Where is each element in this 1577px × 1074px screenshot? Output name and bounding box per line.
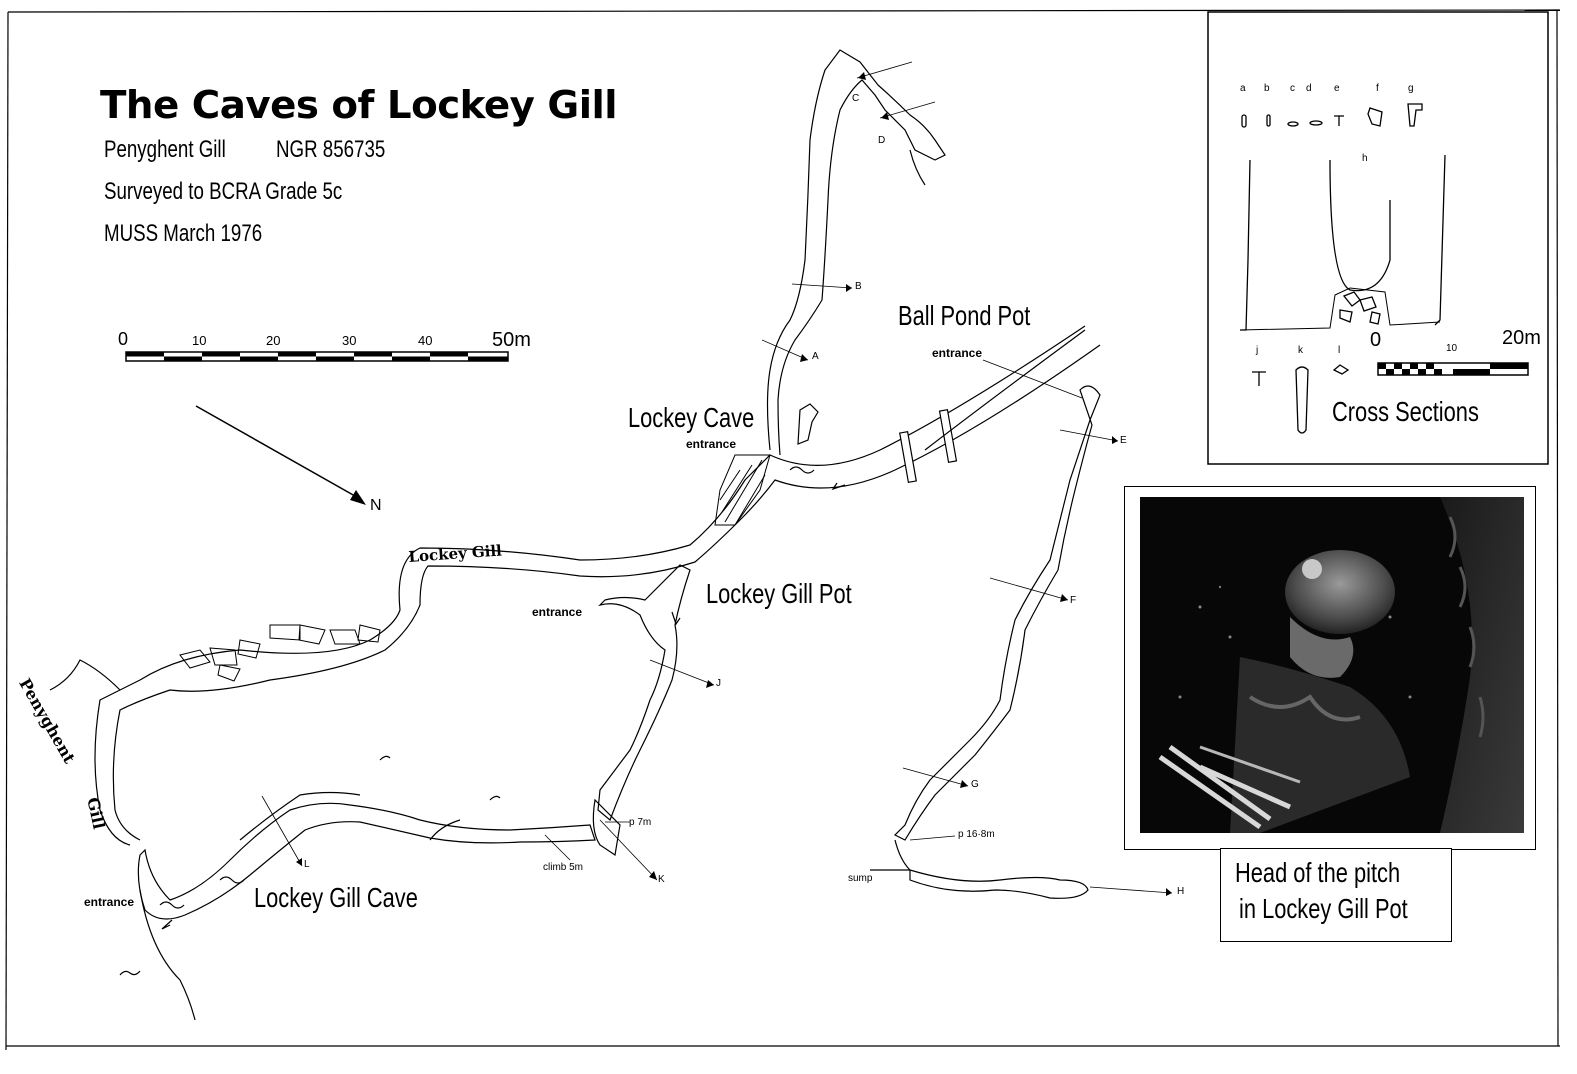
survey-grade-text: Surveyed to BCRA Grade 5c (104, 178, 343, 205)
section-marker-c: C (852, 93, 860, 104)
pitch-7m-label: p 7m (629, 817, 652, 828)
sump-label: sump (848, 873, 873, 884)
section-marker-g: G (971, 779, 979, 790)
photo-caption-box: Head of the pitch in Lockey Gill Pot (1220, 848, 1452, 942)
scale-tick-10: 10 (192, 333, 207, 348)
ball-pond-pot-passage (870, 329, 1101, 899)
north-arrow (195, 405, 366, 505)
scale-tick-20: 20 (266, 333, 281, 348)
lockey-gill-pot-label: Lockey Gill Pot (706, 578, 852, 609)
section-marker-a: A (812, 351, 819, 362)
section-marker-f: F (1070, 595, 1077, 606)
map-frame (5, 9, 1561, 1051)
map-title: The Caves of Lockey Gill (100, 83, 618, 127)
section-marker-l: L (304, 859, 310, 870)
ngr-text: NGR 856735 (276, 136, 386, 163)
lockey-gill-cave-passage (137, 791, 596, 920)
lockey-cave-passage (766, 49, 946, 456)
cross-sections-title: Cross Sections (1332, 396, 1479, 427)
ball-pond-gates (899, 409, 958, 484)
section-lines (261, 61, 1173, 894)
cross-section-letter-l: l (1338, 345, 1341, 356)
section-arrows (296, 72, 1172, 896)
scale-tick-50m: 50m (492, 329, 531, 351)
cross-section-letter-h: h (1362, 153, 1368, 164)
scale-tick-40: 40 (418, 333, 433, 348)
cross-section-letter-a: a (1240, 83, 1246, 94)
cross-section-shapes (1239, 103, 1446, 434)
cross-section-letter-e: e (1334, 83, 1340, 94)
lockey-cave-label: Lockey Cave (628, 402, 755, 433)
section-marker-d: D (878, 135, 886, 146)
flow-arrows (119, 466, 846, 976)
cross-section-letter-g: g (1408, 83, 1414, 94)
cross-scale-tick-20m: 20m (1502, 327, 1541, 349)
lockey-gill-stream (49, 325, 1101, 1021)
cave-pitch-photo (1140, 497, 1524, 833)
pitch-16-8m-label: p 16·8m (958, 829, 995, 840)
photo-caption-line1: Head of the pitch (1235, 857, 1401, 888)
cross-section-letter-k: k (1298, 345, 1303, 356)
climb-5m-label: climb 5m (543, 862, 584, 873)
cross-section-letter-b: b (1264, 83, 1270, 94)
photo-caption-line2: in Lockey Gill Pot (1239, 893, 1408, 924)
cross-section-letter-c: c (1290, 83, 1295, 94)
ball-pond-pot-label: Ball Pond Pot (898, 300, 1031, 331)
lockey-gill-cave-label: Lockey Gill Cave (254, 882, 418, 913)
section-marker-k: K (658, 874, 665, 885)
scale-tick-0: 0 (118, 329, 129, 349)
cross-scale-tick-0: 0 (1370, 329, 1382, 351)
scale-bar (125, 351, 509, 362)
cross-section-letter-j: j (1256, 345, 1259, 356)
ball-pond-entrance-label: entrance (932, 346, 983, 360)
cross-section-scale-bar (1377, 362, 1529, 376)
section-marker-b: B (855, 281, 862, 292)
north-label: N (370, 497, 382, 514)
section-marker-h: H (1177, 886, 1185, 897)
lockey-gill-cave-entrance-label: entrance (84, 895, 135, 909)
scale-tick-30: 30 (342, 333, 357, 348)
cross-scale-tick-10: 10 (1446, 343, 1458, 354)
cross-section-letter-d: d (1306, 83, 1312, 94)
boulder-choke (179, 624, 381, 682)
cross-section-letter-f: f (1376, 83, 1379, 94)
section-marker-e: E (1120, 435, 1127, 446)
lockey-cave-entrance-label: entrance (686, 437, 737, 451)
section-marker-j: J (716, 678, 721, 689)
location-text: Penyghent Gill (104, 136, 226, 163)
lockey-gill-pot-passage (592, 564, 691, 857)
lockey-gill-pot-entrance-label: entrance (532, 605, 583, 619)
cross-sections-box (1207, 11, 1549, 465)
lockey-cave-pool (714, 454, 771, 526)
credit-text: MUSS March 1976 (104, 220, 263, 247)
